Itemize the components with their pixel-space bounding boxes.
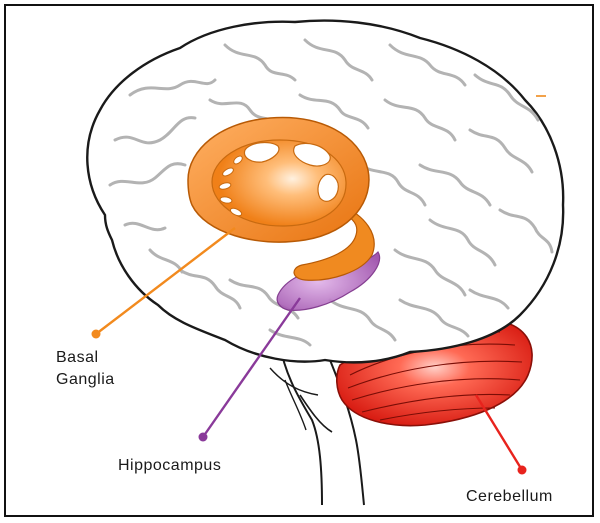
basal-ganglia-dot [92, 330, 101, 339]
cerebellum-pointer [476, 395, 522, 470]
hippocampus-label: Hippocampus [118, 457, 221, 474]
cerebellum-dot [518, 466, 527, 475]
hippocampus-dot [199, 433, 208, 442]
basal-ganglia-label-line1: Basal [56, 349, 99, 366]
basal-ganglia-label-line2: Ganglia [56, 371, 115, 388]
cerebellum-label: Cerebellum [466, 488, 553, 505]
